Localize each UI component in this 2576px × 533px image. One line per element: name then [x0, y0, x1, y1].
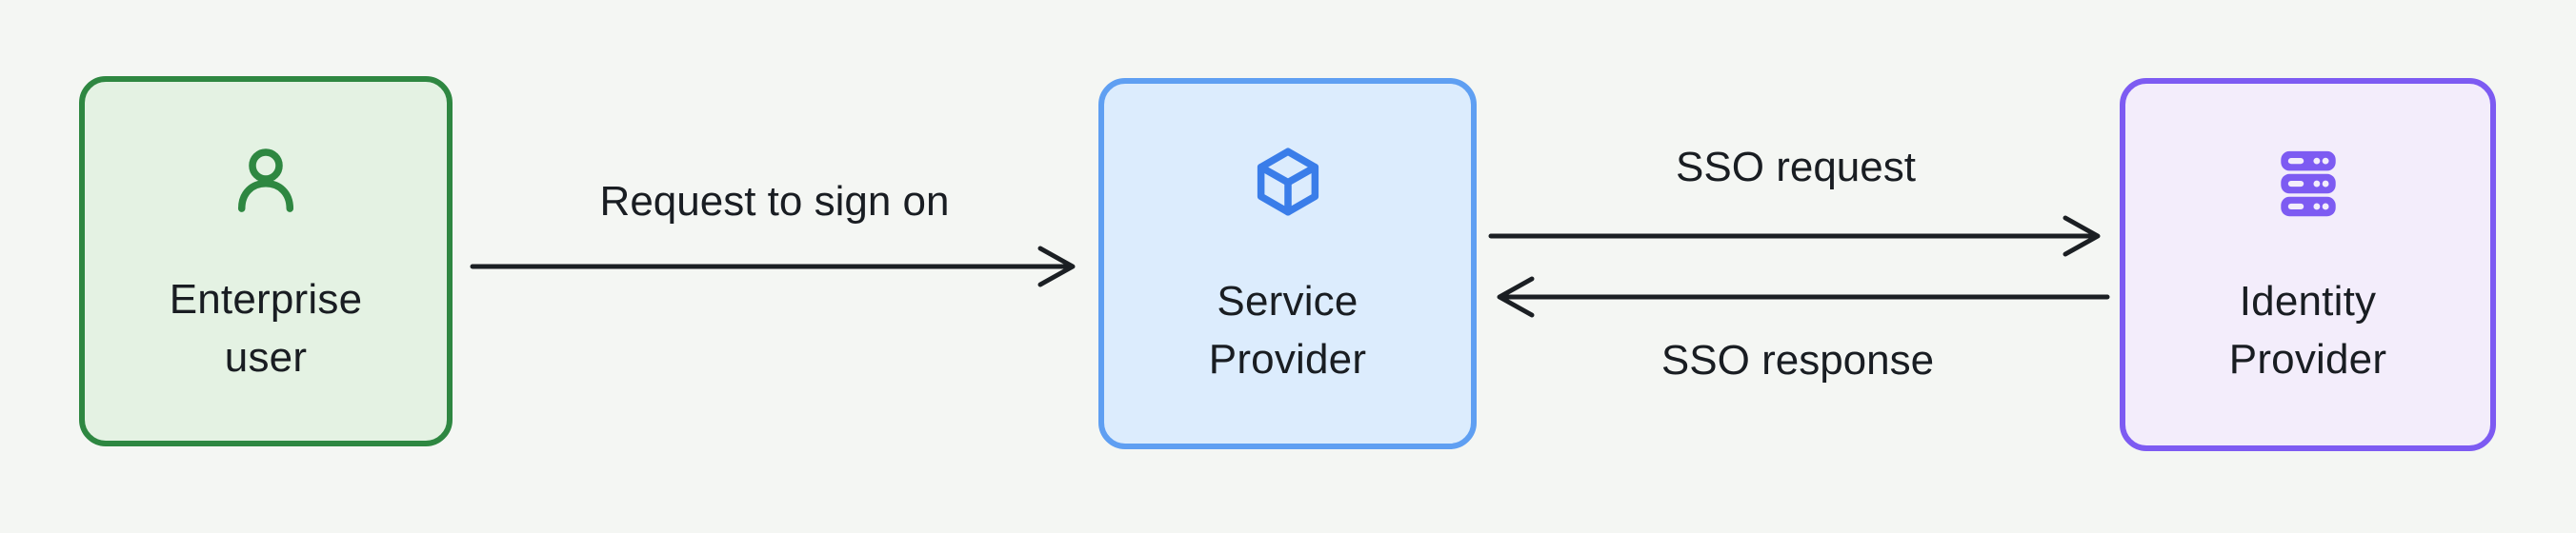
cube-icon — [1257, 148, 1318, 216]
arrow-request-to-sign-on — [470, 246, 1076, 287]
node-label-service-provider: Service Provider — [1209, 272, 1366, 388]
node-service-provider: Service Provider — [1098, 78, 1477, 449]
node-label-line: Enterprise — [169, 276, 363, 323]
user-icon — [237, 148, 294, 212]
edge-label-sso-response: SSO response — [1660, 337, 1935, 384]
edge-label-sso-request: SSO request — [1676, 144, 1916, 190]
node-identity-provider: Identity Provider — [2120, 78, 2496, 451]
node-label-line: user — [224, 334, 308, 381]
node-label-line: Provider — [2228, 336, 2387, 383]
node-enterprise-user: Enterprise user — [79, 76, 453, 446]
server-stack-icon — [2280, 150, 2336, 217]
node-label-line: Identity — [2239, 278, 2377, 325]
node-label-identity-provider: Identity Provider — [2229, 272, 2386, 388]
node-label-line: Provider — [1208, 336, 1367, 383]
arrow-sso-response — [1497, 276, 2110, 318]
edge-label-request-to-sign-on: Request to sign on — [599, 178, 950, 225]
arrow-sso-request — [1488, 215, 2101, 257]
node-label-enterprise-user: Enterprise user — [170, 270, 363, 386]
node-label-line: Service — [1217, 278, 1358, 325]
